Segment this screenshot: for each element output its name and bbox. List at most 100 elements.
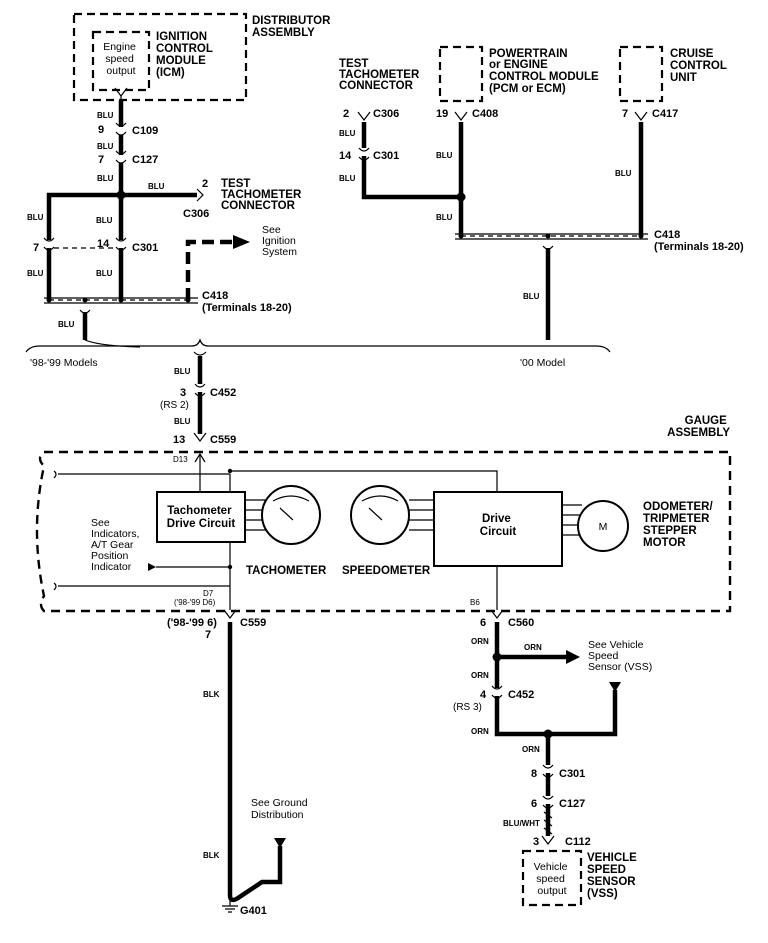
odometer-label: ODOMETER/ TRIPMETER STEPPER MOTOR — [643, 501, 716, 549]
icm-inner-text: Engine speed output — [103, 41, 139, 77]
connector-c301: C301 — [559, 768, 585, 780]
pin-8: 8 — [531, 768, 537, 780]
wire-label-blu: BLU — [174, 367, 191, 376]
see-ground-text: See Ground Distribution — [251, 797, 311, 821]
models-right-label: '00 Model — [520, 357, 565, 369]
wire-label-blk: BLK — [203, 851, 220, 860]
wire-label-blu: BLU — [339, 174, 356, 183]
wire-label-blu: BLU — [174, 417, 191, 426]
pcm-box — [438, 45, 484, 103]
connector-c127: C127 — [559, 798, 585, 810]
motor-symbol: M — [599, 521, 608, 533]
see-indicators-text: See Indicators, A/T Gear Position Indica… — [91, 517, 142, 573]
connector-c418-terminals: (Terminals 18-20) — [202, 302, 292, 314]
models-bracket — [25, 338, 611, 353]
connector-c417: C417 — [652, 108, 678, 120]
connector-c418: C418 — [202, 290, 228, 302]
vss-label: VEHICLE SPEED SENSOR (VSS) — [587, 852, 640, 900]
wire-label-blu: BLU — [96, 269, 113, 278]
connector-c301: C301 — [373, 150, 399, 162]
speedometer-label: SPEEDOMETER — [342, 565, 431, 577]
see-vss-text: See Vehicle Speed Sensor (VSS) — [588, 639, 652, 673]
pin-7: 7 — [205, 629, 211, 641]
tach-drive-circuit — [156, 491, 246, 543]
wire-label-blu: BLU — [436, 151, 453, 160]
wire-label-blu: BLU — [97, 111, 114, 120]
cruise-box — [618, 45, 664, 103]
cruise-label: CRUISE CONTROL UNIT — [670, 48, 730, 84]
vss-inner-text: Vehicle speed output — [534, 861, 571, 897]
pin-4: 4 — [480, 689, 487, 701]
pin-6: 6 — [480, 617, 486, 629]
pin-d7-alt: ('98-'99 D6) — [174, 598, 216, 607]
connector-c560: C560 — [508, 617, 534, 629]
connector-c452: C452 — [210, 387, 236, 399]
icm-box — [91, 30, 151, 92]
connector-c418-terminals: (Terminals 18-20) — [654, 241, 744, 253]
pin-9: 9 — [98, 124, 104, 136]
pin-14: 14 — [97, 238, 110, 250]
pcm-label: POWERTRAIN or ENGINE CONTROL MODULE (PCM… — [489, 48, 602, 95]
vss-box — [521, 849, 583, 907]
pin-7: 7 — [33, 242, 39, 254]
wire-label-orn: ORN — [522, 745, 540, 754]
pin-19: 19 — [436, 108, 448, 120]
gauge-assembly-box — [35, 450, 732, 613]
drive-circuit-label: Drive Circuit — [480, 513, 517, 538]
pin-3: 3 — [180, 387, 186, 399]
wire-see-ignition — [185, 239, 234, 300]
connector-c452: C452 — [508, 689, 534, 701]
wire-label-orn: ORN — [471, 671, 489, 680]
wire-label-blu-wht: BLU/WHT — [503, 819, 540, 828]
connector-c418: C418 — [654, 229, 680, 241]
wire-label-blu: BLU — [615, 169, 632, 178]
pin-3: 3 — [533, 836, 539, 848]
speedometer-gauge — [350, 485, 410, 545]
wire-label-blu: BLU — [27, 213, 44, 222]
tach-drive-label: Tachometer Drive Circuit — [167, 505, 236, 530]
wire-label-orn: ORN — [471, 637, 489, 646]
connector-c559: C559 — [210, 434, 236, 446]
connector-c408: C408 — [472, 108, 498, 120]
wire-label-orn: ORN — [524, 643, 542, 652]
distributor-assembly-box — [72, 12, 248, 102]
gauge-label: GAUGE ASSEMBLY — [667, 415, 730, 439]
wire-label-blu: BLU — [97, 174, 114, 183]
pin-b6: B6 — [470, 598, 480, 607]
pin-14: 14 — [339, 150, 352, 162]
icm-label: IGNITION CONTROL MODULE (ICM) — [156, 31, 216, 79]
distributor-label: DISTRIBUTOR ASSEMBLY — [252, 15, 334, 39]
pin-9899-6: ('98-'99 6) — [167, 617, 217, 629]
wire-label-orn: ORN — [471, 727, 489, 736]
pin-2: 2 — [202, 178, 208, 190]
wire-label-blu: BLU — [148, 182, 165, 191]
see-ignition-text: See Ignition System — [262, 224, 299, 258]
pin-d7: D7 — [203, 589, 214, 598]
test-tach-right-label: TEST TACHOMETER CONNECTOR — [339, 58, 422, 92]
pin-6: 6 — [531, 798, 537, 810]
connector-c301: C301 — [132, 242, 158, 254]
pin-7: 7 — [622, 108, 628, 120]
connector-c127: C127 — [132, 154, 158, 166]
wire-label-blk: BLK — [203, 690, 220, 699]
drive-circuit — [433, 491, 563, 567]
pin-d13: D13 — [173, 455, 188, 464]
tachometer-label: TACHOMETER — [246, 565, 327, 577]
wire-label-blu: BLU — [339, 129, 356, 138]
rs-2: (RS 2) — [160, 400, 189, 411]
connector-c109: C109 — [132, 125, 158, 137]
connector-c559: C559 — [240, 617, 266, 629]
wire-label-blu: BLU — [523, 292, 540, 301]
pin-13: 13 — [173, 434, 185, 446]
ground-g401: G401 — [240, 905, 267, 917]
wire-label-blu: BLU — [58, 320, 75, 329]
wire-label-blu: BLU — [96, 216, 113, 225]
connector-c112: C112 — [565, 836, 591, 848]
connector-c306: C306 — [373, 108, 399, 120]
tachometer-gauge — [261, 485, 321, 545]
pin-2: 2 — [343, 108, 349, 120]
rs-3: (RS 3) — [453, 702, 482, 713]
test-tach-left-label: TEST TACHOMETER CONNECTOR — [221, 178, 304, 212]
wire-label-blu: BLU — [27, 269, 44, 278]
